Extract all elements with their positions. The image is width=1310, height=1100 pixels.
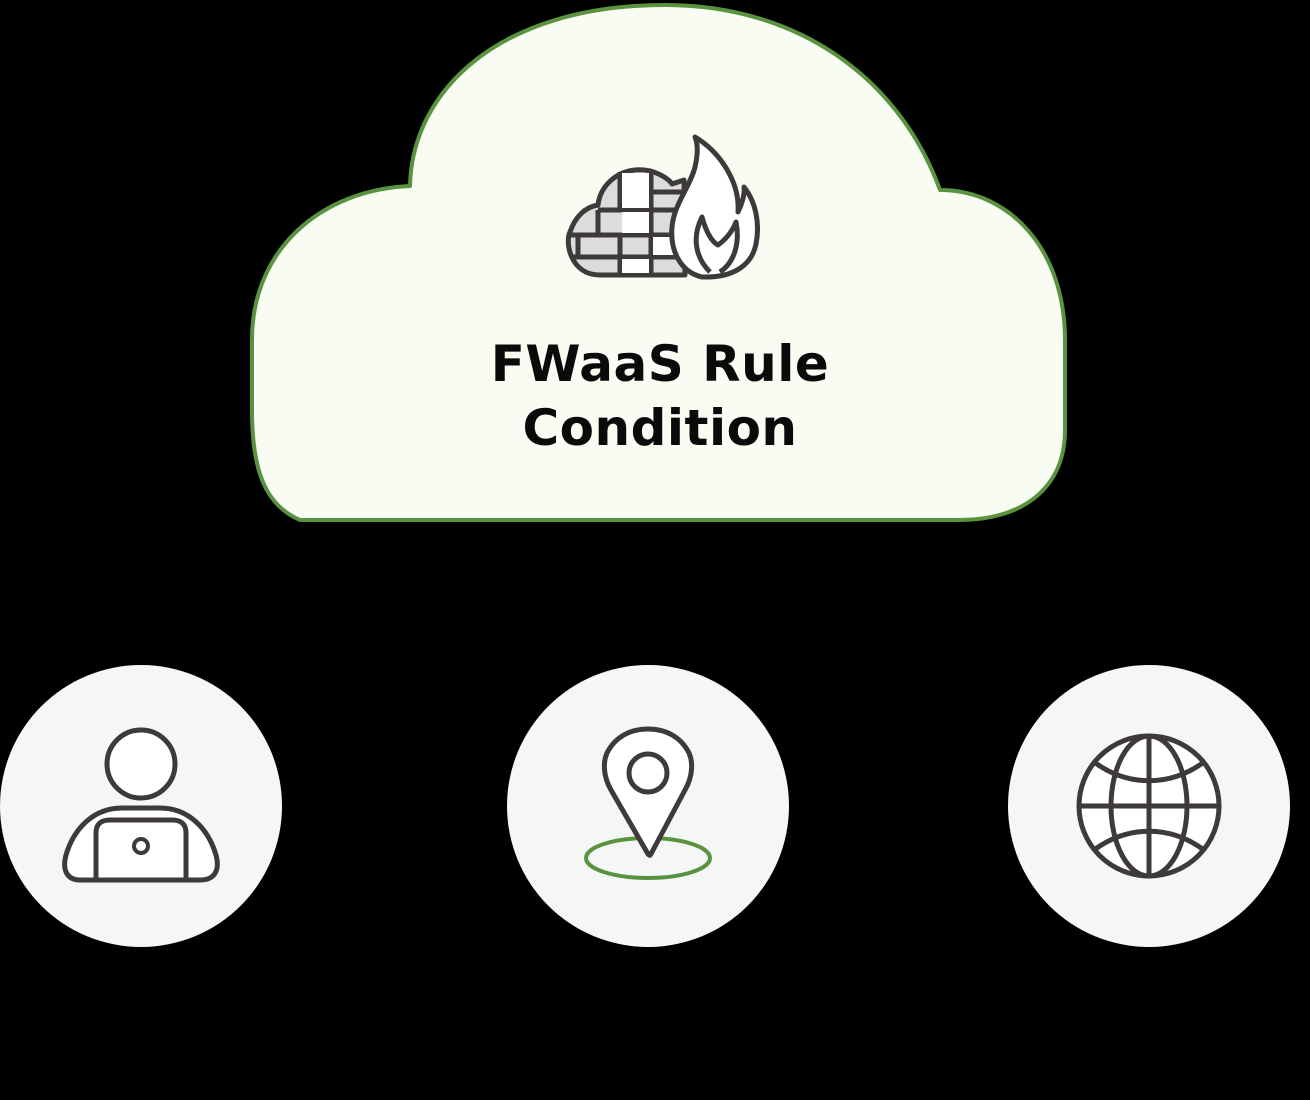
condition-node-user [0, 665, 282, 947]
title-line-1: FWaaS Rule [490, 335, 830, 393]
location-pin-icon [584, 726, 712, 880]
cloud-title: FWaaS Rule Condition [400, 332, 920, 460]
user-laptop-icon [62, 727, 220, 883]
title-line-2: Condition [522, 399, 798, 457]
condition-node-internet [1008, 665, 1290, 947]
globe-icon [1076, 733, 1222, 879]
condition-node-location [507, 665, 789, 947]
firewall-fire-icon [565, 134, 760, 280]
